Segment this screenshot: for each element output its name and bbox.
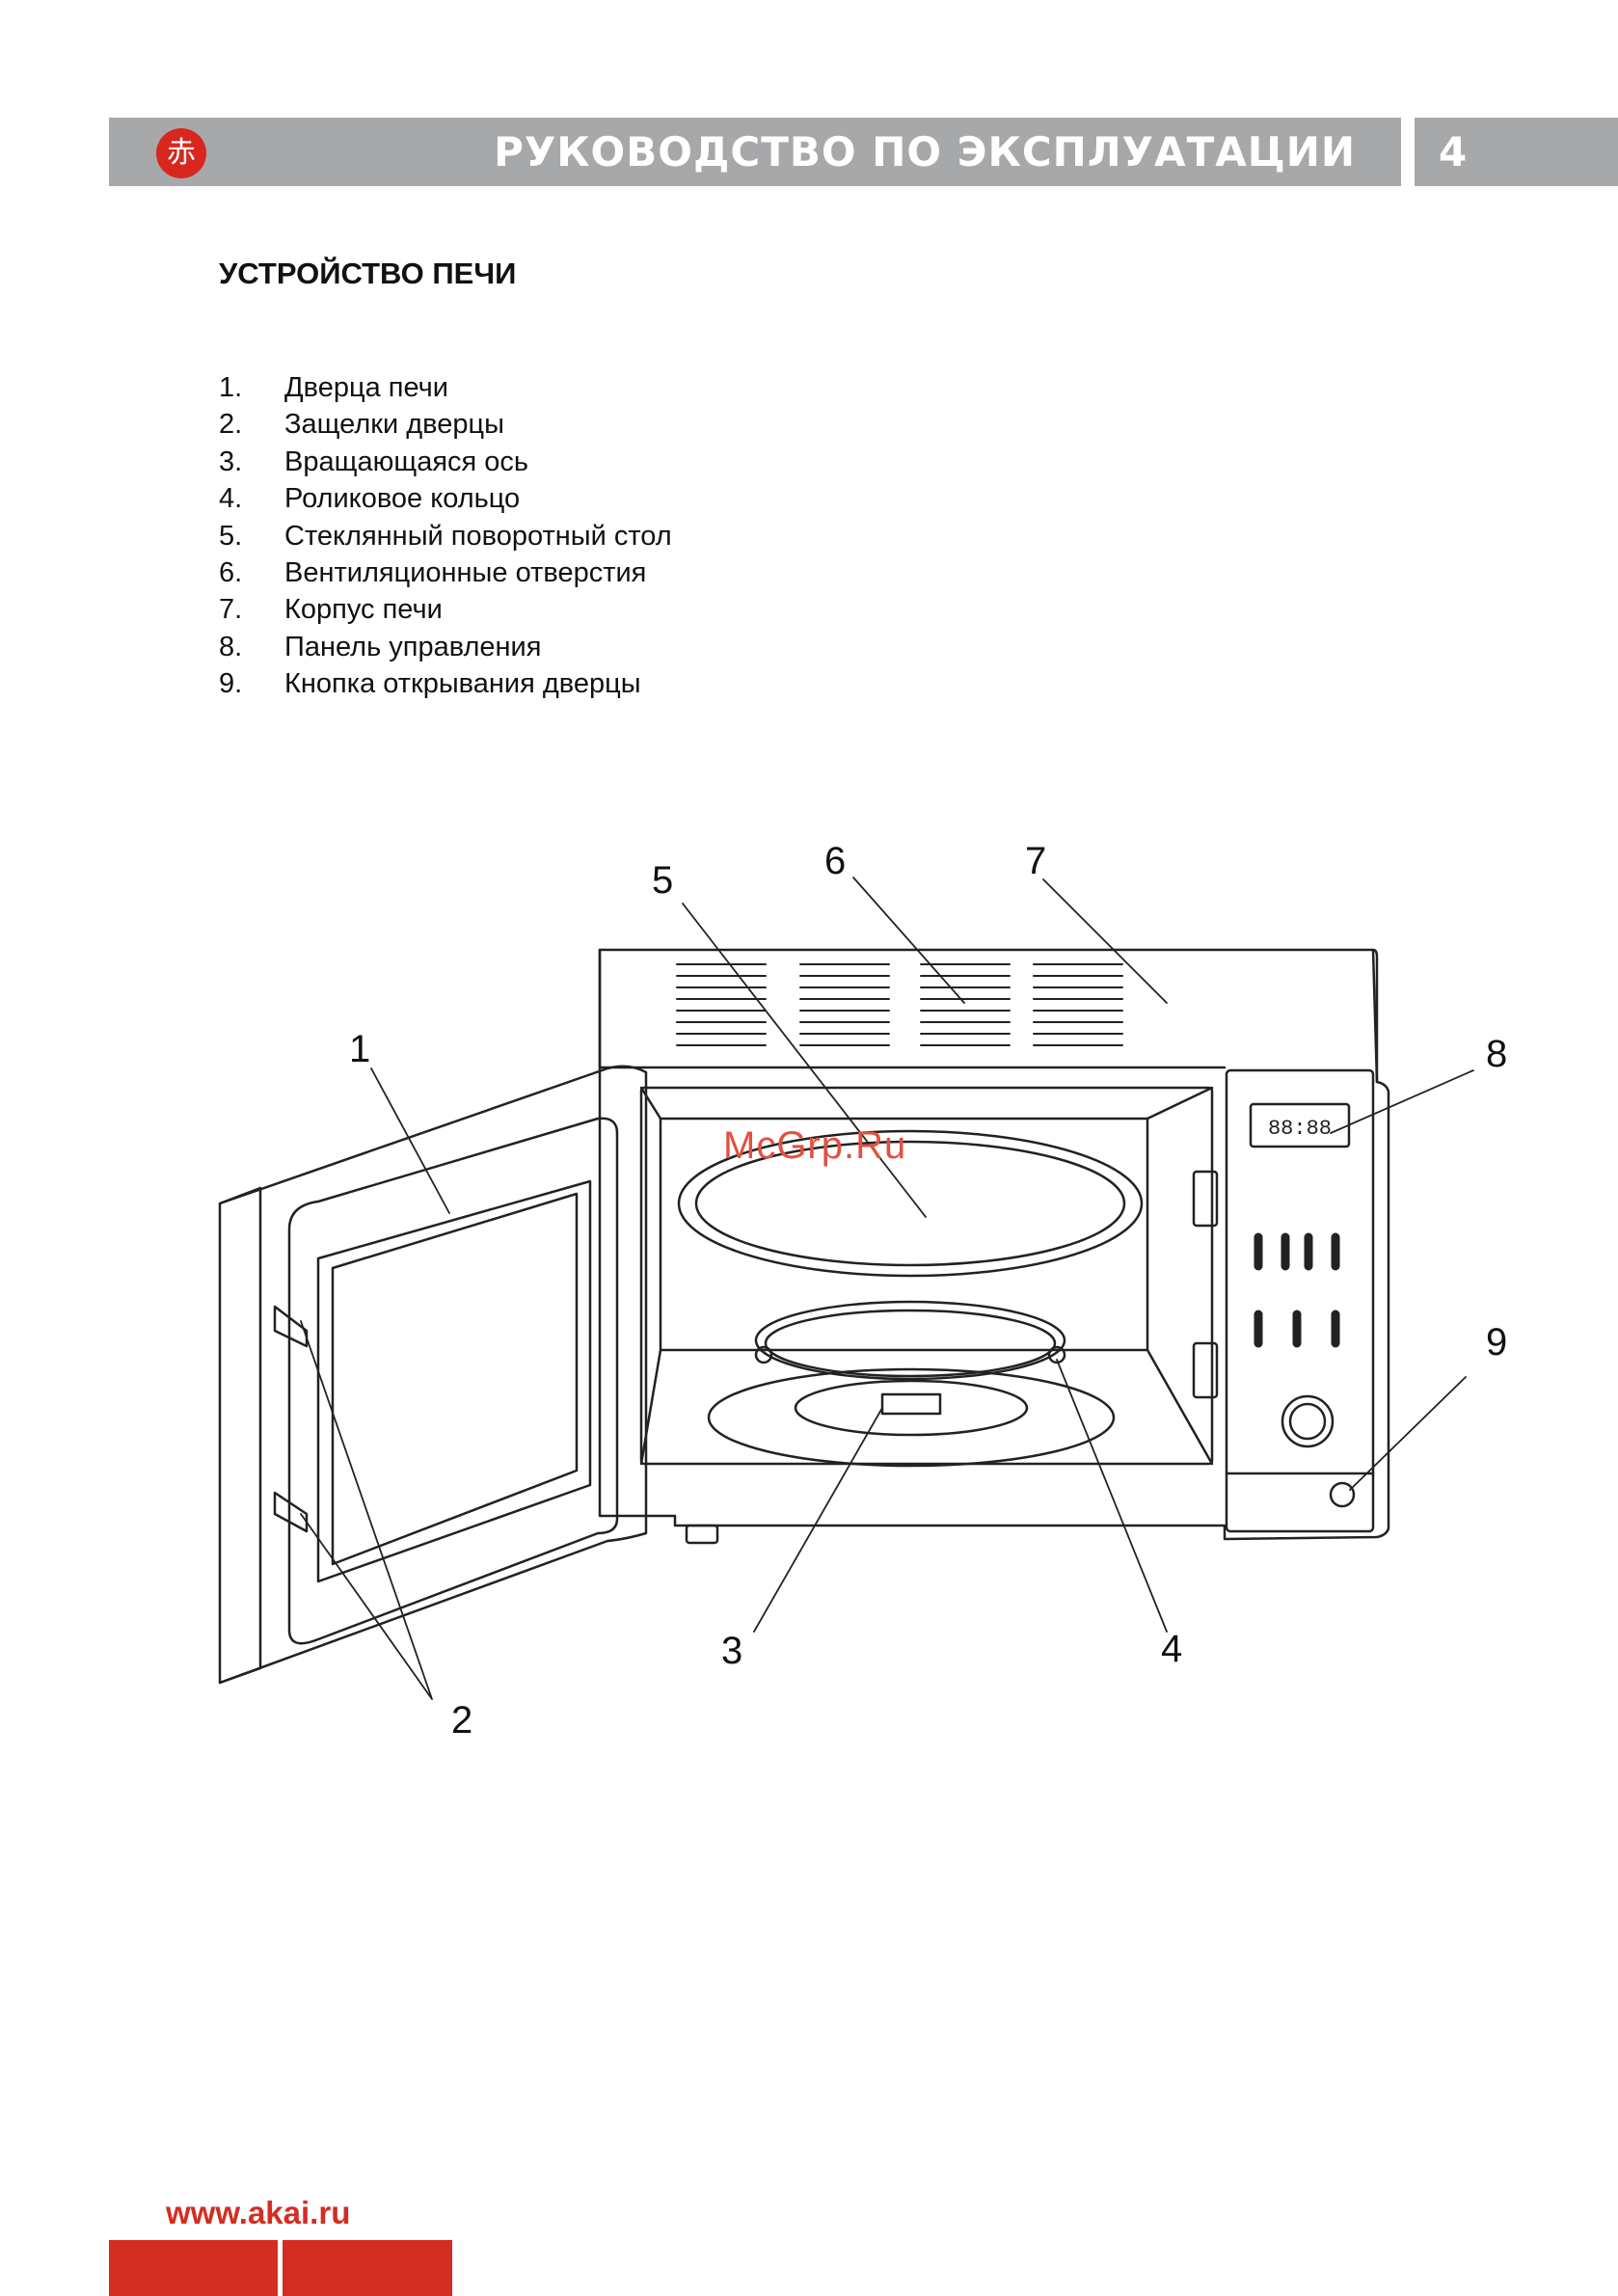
footer-url: www.akai.ru	[166, 2195, 350, 2231]
callout-9: 9	[1486, 1323, 1507, 1362]
leader-lines	[301, 878, 1473, 1699]
footer-bar	[109, 2240, 278, 2296]
callout-7: 7	[1025, 842, 1046, 880]
cavity-floor	[709, 1369, 1114, 1466]
callout-4: 4	[1161, 1630, 1182, 1668]
door-latch-lower	[275, 1493, 307, 1531]
callout-5: 5	[652, 861, 673, 900]
door-open-button	[1331, 1483, 1354, 1506]
rotating-axis	[882, 1394, 940, 1414]
roller-ring	[756, 1302, 1065, 1379]
callout-8: 8	[1486, 1035, 1507, 1073]
callout-1: 1	[349, 1030, 370, 1068]
callout-3: 3	[721, 1632, 742, 1670]
footer-bar	[283, 2240, 452, 2296]
watermark: McGrp.Ru	[723, 1124, 906, 1168]
callout-6: 6	[824, 842, 846, 880]
oven-door	[220, 1067, 646, 1683]
vent-slots	[677, 964, 1122, 1045]
callout-2: 2	[451, 1701, 472, 1740]
display-digits: 88:88	[1268, 1117, 1332, 1141]
